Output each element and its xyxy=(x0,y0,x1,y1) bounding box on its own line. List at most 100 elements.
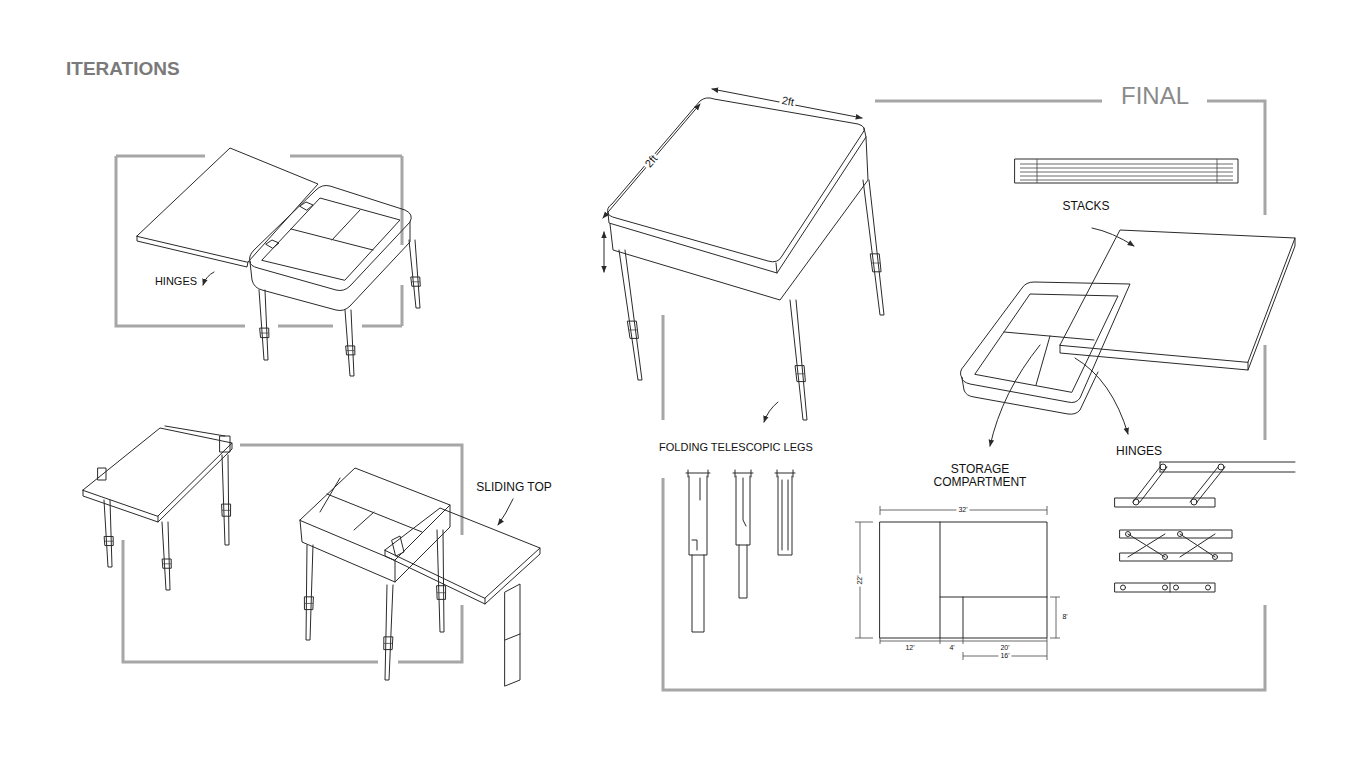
hinge-detail xyxy=(1174,585,1179,590)
dimension-label: 32' xyxy=(956,506,969,514)
telescopic-leg xyxy=(411,281,420,282)
telescopic-leg xyxy=(384,643,393,644)
hinge-detail xyxy=(1115,467,1225,507)
telescopic-leg-detail xyxy=(686,470,710,632)
hinged-lid-table xyxy=(137,236,248,267)
callout-label: SLIDING TOP xyxy=(476,481,552,494)
compartment-plan xyxy=(855,506,1060,660)
hinged-lid-table xyxy=(262,198,400,280)
hinge-detail xyxy=(1120,530,1232,561)
sliding-top-table xyxy=(385,508,540,598)
telescopic-leg xyxy=(796,373,805,374)
telescopic-leg xyxy=(346,346,355,355)
hinge-detail xyxy=(1115,583,1215,592)
telescopic-leg xyxy=(384,637,393,649)
callout-label: HINGES xyxy=(1116,445,1162,458)
sliding-top-table xyxy=(392,536,404,556)
hinge-detail xyxy=(1206,585,1211,590)
final-table xyxy=(764,402,778,422)
telescopic-leg-detail xyxy=(733,470,753,598)
stacked-panels xyxy=(1020,159,1233,183)
compartment-plan xyxy=(855,522,873,638)
sheet-title: ITERATIONS xyxy=(66,59,180,80)
final-table xyxy=(608,128,866,273)
telescopic-leg xyxy=(863,180,884,315)
telescopic-leg xyxy=(790,300,807,420)
sliding-top-table xyxy=(300,468,450,560)
hinge-detail xyxy=(1178,532,1183,537)
telescopic-leg xyxy=(409,240,420,308)
telescopic-leg xyxy=(619,250,642,380)
sliding-top-table xyxy=(505,584,520,686)
stacked-panels xyxy=(1015,159,1238,183)
telescopic-leg-detail xyxy=(686,470,795,632)
open-storage-tray xyxy=(960,230,1295,446)
telescopic-leg xyxy=(260,333,269,334)
telescopic-leg xyxy=(260,329,269,338)
sliding-top-table xyxy=(83,428,232,516)
dimension-label: 16' xyxy=(998,652,1011,660)
sliding-top-table xyxy=(83,443,232,522)
dimension-label: 4' xyxy=(949,644,954,652)
hinged-lid-table xyxy=(250,222,410,311)
dimension-label: 22' xyxy=(856,573,864,586)
iteration-frame xyxy=(116,156,462,662)
telescopic-leg xyxy=(627,322,638,339)
callout-label: HINGES xyxy=(155,275,197,287)
hinge-detail xyxy=(1126,532,1131,537)
callout-label: STORAGE COMPARTMENT xyxy=(920,463,1040,489)
telescopic-leg xyxy=(222,510,231,511)
hinged-lid-table xyxy=(203,272,214,285)
telescopic-leg xyxy=(304,597,313,609)
compartment-plan xyxy=(880,506,1047,515)
dimension-label: 20' xyxy=(1000,644,1009,652)
hinge-detail xyxy=(1115,462,1295,592)
final-table xyxy=(603,104,700,218)
hinged-lid-table xyxy=(137,148,411,311)
telescopic-leg xyxy=(629,329,638,330)
telescopic-leg xyxy=(795,366,805,382)
telescopic-leg xyxy=(872,263,881,264)
dimension-label: 8' xyxy=(1062,613,1067,621)
telescopic-leg xyxy=(163,563,172,564)
hinged-lid-table xyxy=(137,148,318,262)
sliding-top-table xyxy=(385,548,540,604)
telescopic-leg xyxy=(345,310,354,376)
hinge-detail xyxy=(1121,585,1126,590)
open-storage-tray xyxy=(1060,238,1295,370)
telescopic-leg xyxy=(105,541,114,542)
dimension-label: 12' xyxy=(905,644,914,652)
open-storage-tray xyxy=(1075,358,1128,434)
compartment-plan xyxy=(1050,597,1060,638)
open-storage-tray xyxy=(1060,230,1295,362)
open-storage-tray xyxy=(975,294,1118,392)
telescopic-leg xyxy=(346,350,355,351)
hinge-detail xyxy=(1218,464,1224,470)
final-table xyxy=(712,89,862,118)
callout-label: FOLDING TELESCOPIC LEGS xyxy=(659,441,813,453)
telescopic-leg xyxy=(437,530,444,632)
stacked-panels xyxy=(1015,159,1238,246)
dimension-label: 2ft xyxy=(779,94,797,109)
sliding-top-table xyxy=(320,478,422,532)
compartment-plan xyxy=(880,638,1047,660)
telescopic-leg xyxy=(162,522,170,590)
telescopic-leg xyxy=(870,254,881,272)
callout-label: STACKS xyxy=(1062,200,1109,213)
sliding-top-table xyxy=(98,426,230,480)
hinge-detail xyxy=(1160,464,1166,470)
final-table xyxy=(610,137,868,300)
iteration-frame xyxy=(123,445,462,662)
telescopic-leg xyxy=(162,559,171,568)
sliding-top-table xyxy=(498,499,513,525)
hinge-detail xyxy=(1163,585,1168,590)
hinge-detail xyxy=(1133,499,1139,505)
hinged-lid-table xyxy=(266,202,313,248)
section-title: FINAL xyxy=(1121,83,1189,109)
telescopic-leg xyxy=(304,603,313,604)
telescopic-leg xyxy=(104,500,112,567)
hinge-detail xyxy=(1213,555,1218,560)
final-table xyxy=(603,89,868,422)
